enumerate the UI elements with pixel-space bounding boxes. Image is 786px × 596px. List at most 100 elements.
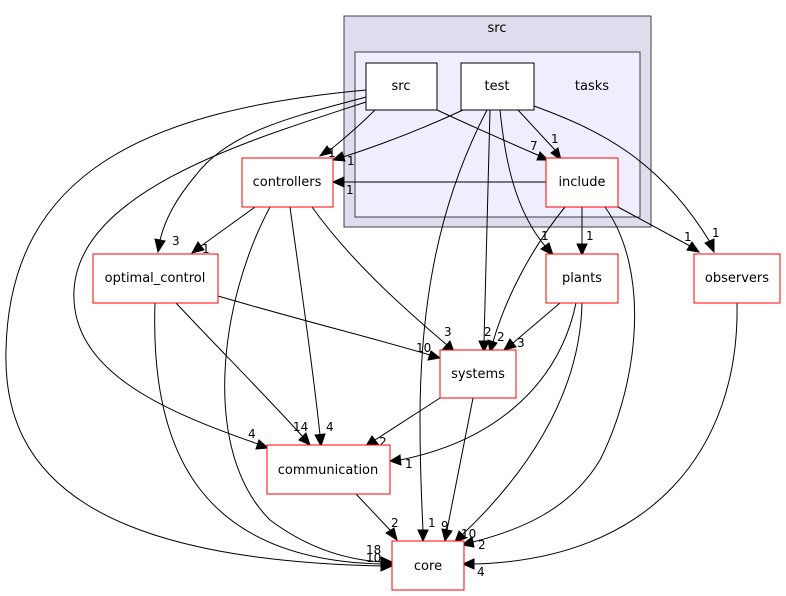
edge-systems-core [446, 397, 474, 531]
node-communication[interactable]: communication [266, 444, 391, 495]
edge-controllers-core [224, 206, 383, 563]
edge-controllers-systems [311, 206, 448, 346]
edge-arrowhead [576, 243, 588, 257]
node-systems[interactable]: systems [439, 349, 517, 399]
node-observers-label: observers [705, 271, 769, 286]
edge-test-systems [483, 109, 491, 343]
edge-label-controllers-communication: 4 [326, 420, 334, 434]
edge-arrowhead [388, 454, 402, 466]
edge-label-systems-core: 9 [441, 519, 449, 533]
node-controllers[interactable]: controllers [241, 157, 334, 208]
edge-label-test-observers: 1 [712, 226, 720, 240]
node-systems-label: systems [451, 367, 505, 382]
edge-label-src-communication: 4 [248, 427, 256, 441]
edge-label-systems-communication: 2 [379, 435, 387, 449]
edge-label-controllers-systems: 3 [444, 325, 452, 339]
edge-label-communication-core: 2 [391, 516, 399, 530]
edge-arrowhead [461, 558, 475, 570]
edge-label-observers-core: 4 [477, 565, 485, 579]
edge-test-include [517, 109, 556, 151]
edge-arrowhead [385, 527, 398, 542]
node-communication-label: communication [278, 463, 379, 478]
edge-arrowhead [427, 350, 442, 361]
edge-arrowhead [441, 528, 453, 543]
edge-controllers-communication [289, 206, 321, 436]
node-include-label: include [558, 175, 605, 190]
edge-label-test-include: 1 [551, 132, 559, 146]
cluster-tasks-label: tasks [575, 79, 609, 94]
edge-src-optimal-control [159, 96, 367, 241]
edge-label-src-include: 7 [530, 139, 538, 153]
edge-arrowhead [298, 432, 311, 446]
edge-label-controllers-optimal-control: 1 [202, 242, 210, 256]
edge-arrowhead [686, 241, 701, 253]
node-plants[interactable]: plants [545, 253, 619, 304]
edge-include-systems [492, 206, 566, 343]
edge-test-plants [499, 109, 546, 247]
node-test[interactable]: test [460, 62, 535, 111]
edge-label-optimal-control-communication: 14 [293, 420, 308, 434]
edge-communication-core [355, 493, 391, 531]
edge-systems-communication [374, 397, 441, 441]
edge-arrowhead [380, 560, 394, 572]
edge-label-controllers-core: 18 [366, 543, 381, 557]
edge-optimal-control-core [154, 302, 383, 565]
edge-arrowhead [255, 439, 270, 450]
edge-test-controllers [342, 109, 464, 158]
edge-label-include-systems: 2 [497, 330, 505, 344]
edge-label-plants-core: 10 [461, 527, 476, 541]
edge-arrowhead [154, 238, 166, 254]
edge-arrowhead [487, 339, 498, 354]
edge-label-include-controllers: 1 [346, 183, 354, 197]
edge-arrowhead [417, 529, 429, 543]
edge-label-optimal-control-core: 10 [366, 551, 381, 565]
node-observers[interactable]: observers [693, 253, 781, 304]
edge-label-include-plants-b: 1 [541, 229, 549, 243]
edge-arrowhead [478, 340, 490, 354]
node-core[interactable]: core [391, 540, 465, 591]
node-optimal-control-label: optimal_control [105, 271, 206, 286]
edge-src-core [5, 89, 383, 567]
edge-label-test-controllers: 1 [347, 154, 355, 168]
edge-src-controllers [329, 109, 376, 151]
node-controllers-label: controllers [253, 175, 322, 190]
edge-optimal-control-systems [217, 295, 431, 356]
edge-label-plants-systems: 3 [517, 336, 525, 350]
edge-arrowhead [331, 151, 346, 162]
edge-arrowhead [540, 242, 554, 256]
node-include[interactable]: include [545, 157, 619, 208]
edge-arrowhead [704, 238, 715, 254]
edge-arrowhead [318, 145, 333, 157]
edge-label-src-optimal-control: 3 [172, 234, 180, 248]
edges: 1 7 1 1 1 3 1 1 1 1 [5, 89, 738, 579]
edge-arrowhead [503, 338, 517, 351]
edge-label-optimal-control-systems: 10 [416, 341, 431, 355]
edge-optimal-control-communication [175, 302, 304, 438]
edge-label-include-core: 2 [478, 538, 486, 552]
edge-include-observers [617, 206, 691, 247]
edge-label-include-plants-a: 1 [586, 229, 594, 243]
node-core-label: core [414, 559, 442, 574]
node-test-label: test [485, 79, 510, 94]
node-src[interactable]: src [365, 62, 438, 111]
edge-arrowhead [191, 241, 205, 254]
edge-label-test-core: 1 [428, 516, 436, 530]
edge-observers-core [472, 302, 738, 565]
edge-label-include-observers: 1 [684, 230, 692, 244]
edge-controllers-optimal-control [200, 206, 256, 247]
edge-plants-systems [512, 302, 561, 344]
edge-arrowhead [460, 536, 475, 548]
edge-arrowhead [314, 433, 326, 448]
edge-label-plants-communication: 1 [405, 457, 413, 471]
node-optimal-control[interactable]: optimal_control [92, 253, 219, 304]
edge-label-src-controllers: 1 [328, 146, 336, 160]
edge-arrowhead [454, 530, 467, 543]
node-plants-label: plants [562, 271, 602, 286]
edge-label-test-systems: 2 [484, 325, 492, 339]
edge-arrowhead [536, 151, 550, 161]
edge-arrowhead [331, 176, 345, 188]
edge-plants-communication [399, 302, 577, 461]
edge-plants-core [461, 302, 583, 536]
node-src-label: src [392, 79, 411, 94]
